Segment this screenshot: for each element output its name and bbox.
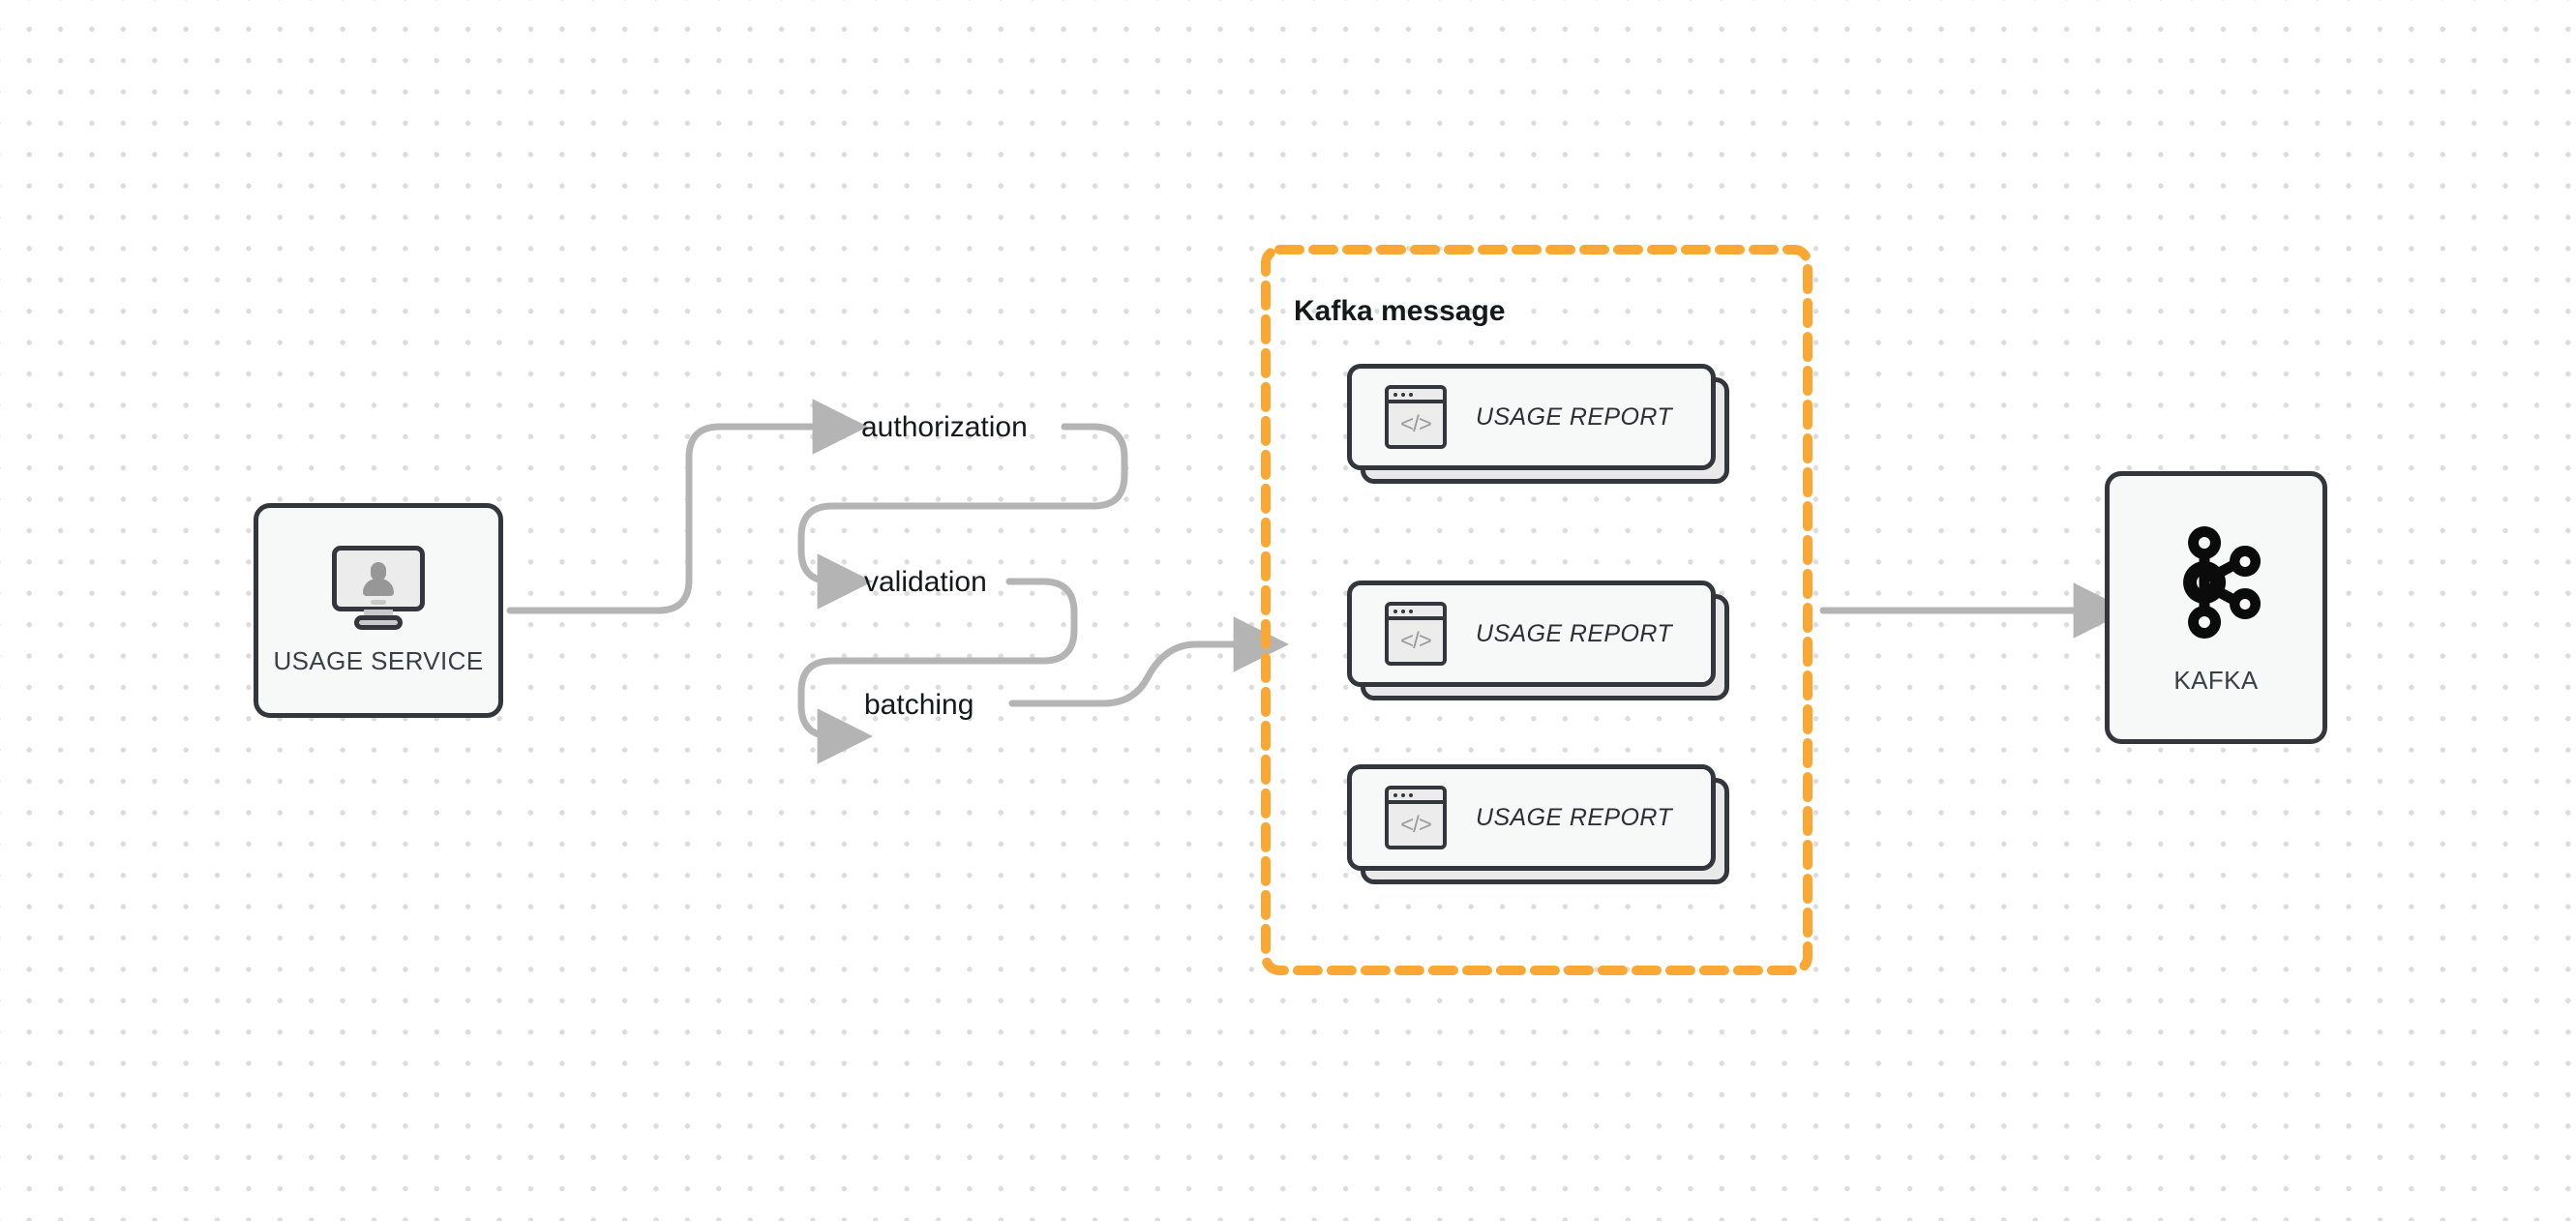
step-label-authorization[interactable]: authorization: [861, 411, 1028, 443]
code-glyph: </>: [1400, 410, 1432, 437]
connector-service-to-authorization: [506, 399, 868, 614]
code-glyph: </>: [1400, 627, 1432, 654]
code-glyph: </>: [1400, 811, 1432, 838]
usage-report-card-label: USAGE REPORT: [1476, 619, 1672, 647]
usage-report-card[interactable]: </> USAGE REPORT: [1347, 364, 1729, 484]
node-kafka-label: KAFKA: [2173, 665, 2259, 695]
usage-report-card-label: USAGE REPORT: [1476, 402, 1672, 431]
group-kafka-message-title: Kafka message: [1294, 295, 1506, 327]
code-window-icon: </>: [1385, 786, 1447, 849]
step-label-batching[interactable]: batching: [864, 689, 974, 721]
node-usage-service[interactable]: USAGE SERVICE: [254, 503, 503, 718]
node-usage-service-label: USAGE SERVICE: [273, 645, 484, 675]
step-label-validation[interactable]: validation: [864, 566, 987, 598]
kafka-logo-icon: [2183, 525, 2261, 639]
group-kafka-message[interactable]: Kafka message </> USAGE REPORT </> USAGE…: [1261, 245, 1812, 975]
code-window-icon: </>: [1385, 385, 1447, 449]
usage-report-card-label: USAGE REPORT: [1476, 803, 1672, 831]
code-window-icon: </>: [1385, 602, 1447, 666]
connector-authorization-to-validation: [797, 423, 1128, 610]
group-dashed-border: [1261, 245, 1812, 975]
connector-batching-to-kafka-message: [1008, 616, 1289, 707]
usage-report-card[interactable]: </> USAGE REPORT: [1347, 581, 1729, 700]
monitor-user-icon: [332, 545, 425, 630]
usage-report-card[interactable]: </> USAGE REPORT: [1347, 764, 1729, 884]
node-kafka[interactable]: KAFKA: [2105, 471, 2327, 744]
